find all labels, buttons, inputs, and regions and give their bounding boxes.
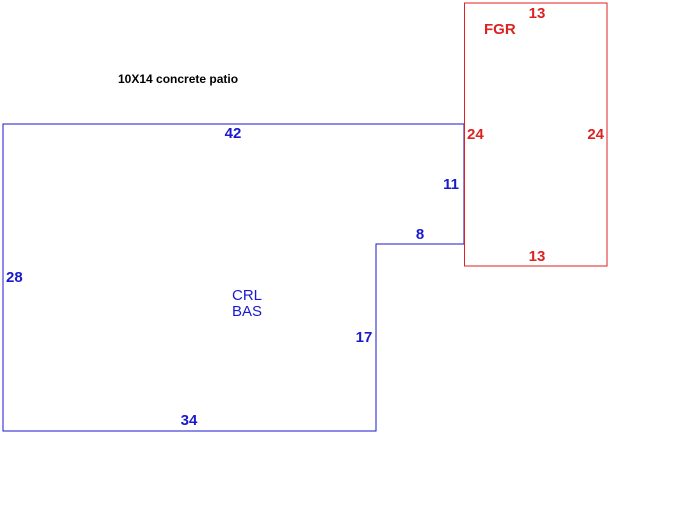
garage-bottom-dimension: 13	[529, 248, 546, 265]
basement-right-upper-dimension: 11	[443, 176, 459, 193]
garage-right-dimension: 24	[587, 126, 604, 143]
garage-left-dimension: 24	[467, 126, 484, 143]
basement-outline	[2, 123, 465, 432]
basement-left-dimension: 28	[6, 269, 23, 286]
basement-bottom-dimension: 34	[181, 412, 198, 429]
basement-label-line2: BAS	[232, 303, 262, 320]
garage-top-dimension: 13	[529, 5, 546, 22]
garage-label: FGR	[484, 21, 516, 38]
garage-outline	[463, 2, 608, 267]
basement-top-dimension: 42	[225, 125, 242, 142]
basement-label-line1: CRL	[232, 287, 262, 304]
patio-note: 10X14 concrete patio	[118, 72, 238, 86]
basement-step-dimension: 8	[416, 226, 424, 243]
basement-inner-vertical-dimension: 17	[356, 329, 373, 346]
